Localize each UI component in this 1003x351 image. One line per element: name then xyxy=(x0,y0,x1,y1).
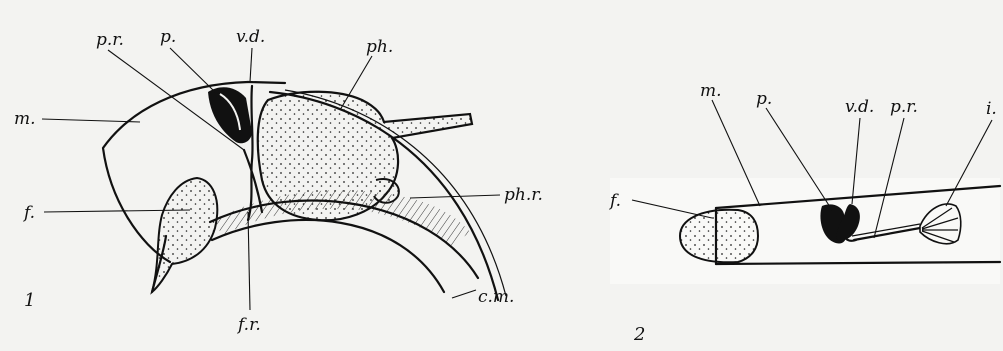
fig1-leader-phr xyxy=(410,195,500,198)
fig2-number: 2 xyxy=(633,324,645,345)
fig1-number: 1 xyxy=(24,290,35,311)
fig2-label-pr: p.r. xyxy=(890,97,918,117)
fig2-label-f: f. xyxy=(608,191,621,211)
fig1-fang xyxy=(152,178,217,292)
fig1-label-cm: c.m. xyxy=(478,287,514,307)
fig1-body-wall-outer xyxy=(212,220,444,292)
fig1-vas-deferens xyxy=(248,86,253,220)
fig1-pigment-body xyxy=(208,87,252,143)
fig1-label-pr: p.r. xyxy=(96,30,124,50)
figure-1: p.r. p. v.d. ph. m. f. ph.r. c.m. f.r. 1 xyxy=(14,27,543,335)
fig1-label-fr: f.r. xyxy=(236,315,261,335)
fig1-head-top xyxy=(248,82,285,83)
fig1-label-ph: ph. xyxy=(366,37,393,57)
fig1-label-vd: v.d. xyxy=(236,27,265,47)
fig1-label-phr: ph.r. xyxy=(504,185,543,205)
fig2-label-m: m. xyxy=(700,81,722,101)
fig1-label-p: p. xyxy=(160,27,176,47)
fig1-leader-vd xyxy=(250,48,252,82)
fig1-leader-m xyxy=(42,119,140,122)
fig2-label-p: p. xyxy=(756,89,772,109)
figure-2: m. p. v.d. p.r. i. f. 2 xyxy=(608,81,1000,345)
fig2-label-vd: v.d. xyxy=(845,97,874,117)
fig2-front-piece xyxy=(680,210,758,262)
fig1-label-f: f. xyxy=(22,203,35,223)
fig1-label-m: m. xyxy=(14,109,36,129)
fig1-leader-p xyxy=(170,48,215,92)
fig2-label-i: i. xyxy=(986,99,997,119)
fig1-leader-cm xyxy=(452,290,476,298)
